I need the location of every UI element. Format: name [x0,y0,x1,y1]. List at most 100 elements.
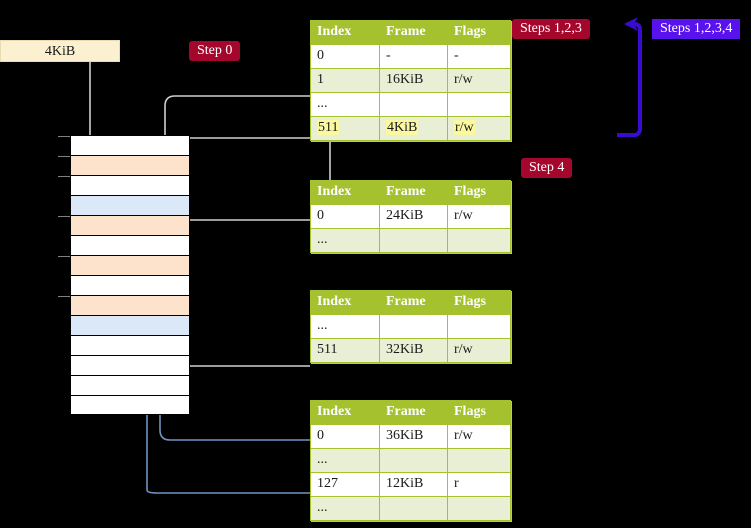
cell-index: 1 [310,68,380,93]
cell-frame: 16KiB [379,68,448,93]
physical-memory-grid [70,135,190,415]
memory-tick [58,296,70,297]
cell-flags: r/w [447,68,511,93]
table-row[interactable]: ... [310,496,511,521]
table-header-row: Index Frame Flags [310,180,511,205]
badge-step-4: Step 4 [521,158,573,178]
cell-frame [379,228,448,253]
column-header-flags: Flags [447,400,511,425]
pdpt-table: Index Frame Flags 0 24KiB r/w ... [310,180,511,253]
column-header-flags: Flags [447,20,511,45]
cell-index: ... [310,228,380,253]
cell-index: 0 [310,424,380,449]
cell-flags: r/w [447,338,511,363]
wire-pd-to-memory [172,314,310,367]
wire-pdpt-to-memory [172,219,310,259]
memory-tick [58,136,70,137]
cell-index-text: 511 [317,120,340,135]
cell-frame: - [379,44,448,69]
cell-flags: - [447,44,511,69]
page-table: Index Frame Flags 0 36KiB r/w ... 127 12… [310,400,511,521]
cell-index: 127 [310,472,380,497]
cell-index: 0 [310,44,380,69]
table-row[interactable]: ... [310,228,511,253]
column-header-frame: Frame [379,20,448,45]
page-directory-table: Index Frame Flags ... 511 32KiB r/w [310,290,511,363]
memory-tick [58,156,70,157]
frame-size-box: 4KiB [0,40,120,62]
memory-row [70,395,190,415]
table-header-row: Index Frame Flags [310,290,511,315]
cell-frame: 24KiB [379,204,448,229]
column-header-frame: Frame [379,290,448,315]
cell-frame: 4KiB [379,116,448,141]
memory-row [70,335,190,355]
cell-frame [379,448,448,473]
memory-row [70,215,190,235]
table-header-row: Index Frame Flags [310,20,511,45]
cell-index: ... [310,314,380,339]
memory-tick [58,256,70,257]
memory-row [70,195,190,215]
memory-row [70,375,190,395]
cell-index: 511 [310,116,380,141]
column-header-flags: Flags [447,290,511,315]
cell-flags-text: r/w [454,120,475,135]
cell-flags: r/w [447,424,511,449]
column-header-index: Index [310,180,380,205]
table-row[interactable]: 1 16KiB r/w [310,68,511,93]
cell-flags: r [447,472,511,497]
cell-flags [447,92,511,117]
cell-flags [447,314,511,339]
cell-index: 0 [310,204,380,229]
arrow-steps-1234 [617,17,642,137]
memory-row [70,255,190,275]
cell-frame [379,314,448,339]
memory-row [70,295,190,315]
cell-frame [379,496,448,521]
pml4-table: Index Frame Flags 0 - - 1 16KiB r/w ... [310,20,511,141]
cell-frame: 32KiB [379,338,448,363]
cell-frame [379,92,448,117]
column-header-index: Index [310,400,380,425]
wire-pt-row0-to-memory-a [159,429,310,441]
table-row[interactable]: 0 24KiB r/w [310,204,511,229]
cell-flags: r/w [447,116,511,141]
badge-steps-123: Steps 1,2,3 [512,19,590,39]
cell-flags: r/w [447,204,511,229]
table-header-row: Index Frame Flags [310,400,511,425]
wire-pt-row127-to-memory-a [146,489,310,494]
memory-row [70,235,190,255]
cell-flags [447,228,511,253]
column-header-frame: Frame [379,400,448,425]
cell-index: ... [310,92,380,117]
memory-tick [58,216,70,217]
table-row[interactable]: 511 32KiB r/w [310,338,511,363]
table-row[interactable]: 127 12KiB r [310,472,511,497]
column-header-index: Index [310,20,380,45]
column-header-index: Index [310,290,380,315]
cell-index: ... [310,496,380,521]
memory-row [70,275,190,295]
memory-row [70,135,190,155]
table-row[interactable]: 0 - - [310,44,511,69]
table-row[interactable]: ... [310,92,511,117]
table-row[interactable]: 511 4KiB r/w [310,116,511,141]
column-header-frame: Frame [379,180,448,205]
badge-step-0: Step 0 [189,41,241,61]
table-row[interactable]: ... [310,314,511,339]
cell-frame-text: 4KiB [386,120,419,135]
memory-row [70,315,190,335]
column-header-flags: Flags [447,180,511,205]
memory-row [70,155,190,175]
memory-row [70,355,190,375]
cell-frame: 12KiB [379,472,448,497]
cell-flags [447,496,511,521]
table-row[interactable]: ... [310,448,511,473]
cell-flags [447,448,511,473]
cell-index: 511 [310,338,380,363]
table-row[interactable]: 0 36KiB r/w [310,424,511,449]
badge-steps-1234: Steps 1,2,3,4 [652,19,741,39]
cell-frame: 36KiB [379,424,448,449]
